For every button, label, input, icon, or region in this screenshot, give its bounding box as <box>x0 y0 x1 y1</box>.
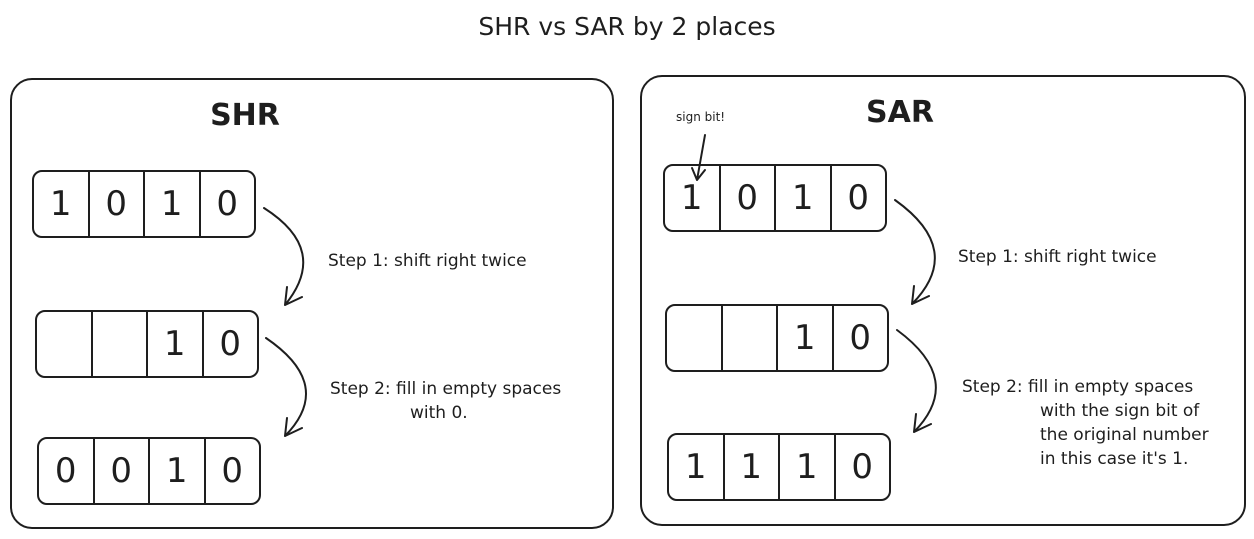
bit-cell: 0 <box>216 184 239 224</box>
bit-cell <box>37 312 93 376</box>
bit-cell: 0 <box>851 447 874 487</box>
shr-step2-label-2: with 0. <box>410 403 468 423</box>
shr-panel <box>10 78 614 529</box>
bit-cell: 0 <box>849 318 872 358</box>
bit-cell: 1 <box>776 166 832 230</box>
shr-step1-label: Step 1: shift right twice <box>328 251 527 271</box>
bit-cell: 0 <box>39 439 95 503</box>
bit-cell: 1 <box>725 435 780 499</box>
bit-cell: 0 <box>90 172 145 236</box>
bit-cell: 1 <box>145 172 201 236</box>
bit-cell: 1 <box>669 435 725 499</box>
bit-cell: 0 <box>95 439 150 503</box>
sar-panel <box>640 75 1246 526</box>
sar-step1-label: Step 1: shift right twice <box>958 247 1157 267</box>
sar-step2-label-3: the original number <box>1040 425 1209 445</box>
sar-title: SAR <box>866 95 934 130</box>
arrow-icon <box>896 329 937 433</box>
bit-cell: 0 <box>221 451 244 491</box>
sign-bit-label: sign bit! <box>676 110 726 124</box>
bit-cell <box>667 306 723 370</box>
shr-step2-label: Step 2: fill in empty spaces <box>330 379 562 399</box>
bit-cell: 0 <box>847 178 870 218</box>
shr-title: SHR <box>210 98 280 133</box>
bit-cell: 1 <box>150 439 206 503</box>
bit-cell: 0 <box>721 166 776 230</box>
arrow-icon <box>894 199 936 305</box>
bit-cell: 1 <box>778 306 834 370</box>
sar-step2-label: Step 2: fill in empty spaces <box>962 377 1194 397</box>
diagram-title: SHR vs SAR by 2 places <box>478 12 776 41</box>
bit-cell <box>93 312 148 376</box>
bit-cell: 1 <box>665 166 721 230</box>
arrow-icon <box>265 337 308 437</box>
sar-step2-label-4: in this case it's 1. <box>1040 449 1189 469</box>
sign-bit-arrow-icon <box>691 134 706 181</box>
bit-cell <box>723 306 778 370</box>
bit-cell: 0 <box>219 324 242 364</box>
sar-step2-label-2: with the sign bit of <box>1040 401 1200 421</box>
bit-cell: 1 <box>34 172 90 236</box>
arrow-icon <box>263 207 305 306</box>
bit-cell: 1 <box>780 435 836 499</box>
bit-cell: 1 <box>148 312 204 376</box>
